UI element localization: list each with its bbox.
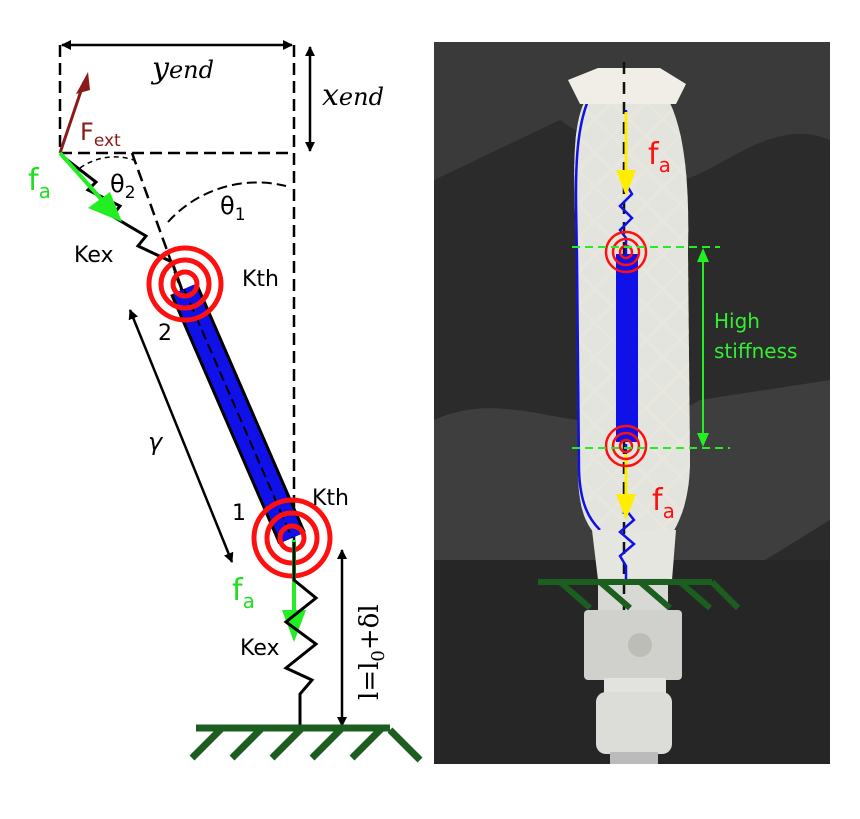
photo-fa-bottom-arrow xyxy=(616,494,636,520)
fa-bottom-arrow xyxy=(282,610,306,642)
f-ext-arrow xyxy=(58,81,86,154)
joint-2-label: 2 xyxy=(158,321,172,346)
kex-bottom-label: Kex xyxy=(240,636,280,661)
photo-panel: High stiffness fa fa xyxy=(434,42,830,764)
theta2-label: θ2 xyxy=(110,170,136,203)
photo-fa-bottom-label: fa xyxy=(652,483,675,523)
left-schematic: yend xend Fext θ2 θ1 fa Kex Kth 2 xyxy=(28,40,423,763)
fa-bottom-label: fa xyxy=(232,573,255,613)
high-stiffness-label-2: stiffness xyxy=(714,339,797,363)
fa-top-label: fa xyxy=(28,163,51,203)
gamma-arrow xyxy=(128,309,234,563)
y-end-label: yend xyxy=(150,51,214,86)
length-label: l=l0+δl xyxy=(355,604,389,700)
ground-left xyxy=(189,724,423,763)
photo-fa-top-arrow xyxy=(616,170,636,196)
high-stiffness-label-1: High xyxy=(714,309,760,333)
kth-top-label: Kth xyxy=(242,267,279,292)
f-ext-label: Fext xyxy=(80,118,121,151)
theta1-label: θ1 xyxy=(220,192,246,225)
fa-top-arrow xyxy=(88,192,122,222)
photo-torsion-spring-bottom xyxy=(604,424,648,468)
gamma-label: γ xyxy=(148,428,164,456)
joint-1-label: 1 xyxy=(232,501,246,526)
spring-kex-bottom xyxy=(283,542,319,728)
ground-right xyxy=(538,579,741,611)
kex-top-label: Kex xyxy=(74,243,114,268)
end-frame-dashed xyxy=(58,45,296,540)
photo-fa-top-label: fa xyxy=(648,137,671,177)
torsion-spring-2 xyxy=(146,245,224,323)
kth-bottom-label: Kth xyxy=(312,486,349,511)
photo-link xyxy=(616,254,638,442)
x-end-label: xend xyxy=(322,78,384,113)
